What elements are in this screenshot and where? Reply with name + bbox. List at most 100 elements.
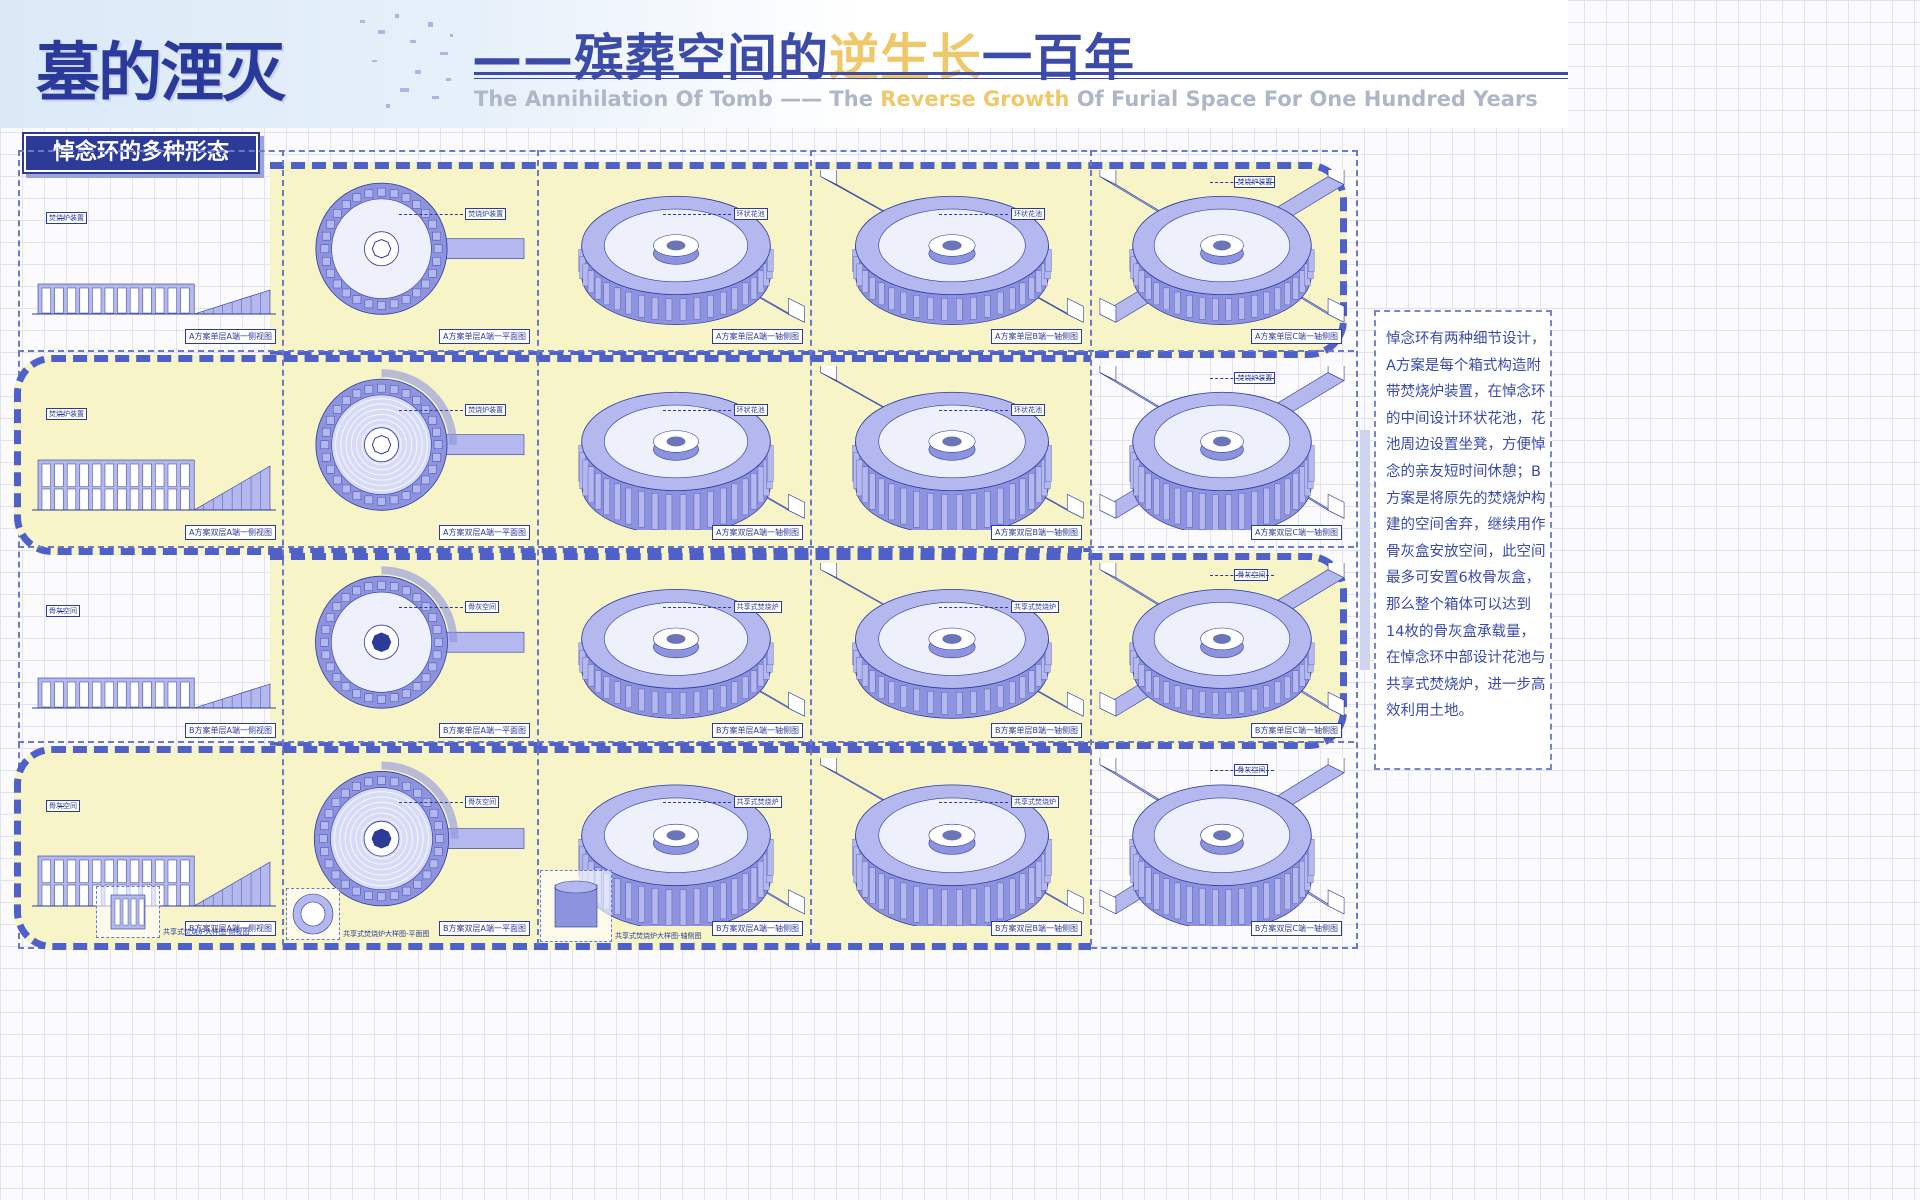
drum-box (625, 882, 632, 920)
center-furnace (371, 632, 392, 652)
ring-box (435, 834, 444, 843)
drum-box (707, 491, 714, 528)
annotation-leader (58, 806, 64, 807)
row-divider (18, 350, 1354, 352)
drum-box (720, 685, 727, 708)
annotation-leader (398, 802, 463, 803)
ring-box (352, 782, 361, 791)
corridor-end (1066, 493, 1084, 519)
drum-box (750, 277, 758, 300)
corridor-end (820, 758, 838, 774)
plan-contour (350, 414, 413, 476)
plan-shadow (381, 761, 459, 839)
drum-box (869, 670, 876, 693)
drum-box (1019, 873, 1026, 910)
annotation-note: 共享式焚烧炉 (733, 796, 782, 808)
plan-contour (355, 812, 408, 865)
ring-box (333, 475, 342, 485)
corridor-end (1099, 297, 1117, 323)
drum-box (638, 295, 645, 318)
section-label: 悼念环的多种形态 (24, 134, 258, 172)
elevation-niche (54, 463, 64, 487)
drum-box (1186, 295, 1193, 318)
title-shard (378, 30, 385, 34)
ring-box (432, 257, 441, 266)
drum-box (665, 889, 673, 926)
drum-box (614, 483, 621, 521)
ring-box (428, 269, 437, 278)
drum-box (1035, 860, 1043, 898)
ring-box (364, 777, 373, 787)
annotation-leader (58, 218, 64, 219)
drum-box (913, 688, 920, 712)
axonometric-drawing (578, 589, 805, 719)
annotation-leader (398, 214, 463, 215)
ring-box (326, 269, 335, 278)
drum-box (679, 494, 687, 530)
ring-box (320, 244, 330, 253)
ring-box (352, 586, 361, 596)
furnace-detail-plan-drawing (292, 893, 334, 935)
plan-contour (356, 419, 407, 471)
drum-box (1284, 282, 1291, 306)
drum-box (997, 685, 1004, 708)
elevation-niche (155, 859, 165, 883)
drum-box (720, 291, 727, 315)
drum-box (1174, 685, 1181, 708)
drum-box (1238, 691, 1246, 714)
drum-box (638, 688, 645, 712)
ring-box (412, 396, 421, 405)
drum-box (625, 487, 632, 525)
ring-box (412, 593, 422, 602)
ring-box (389, 299, 399, 309)
corridor-end (1066, 889, 1084, 915)
annotation-note: 焚烧炉装置 (46, 408, 87, 420)
elevation-niche (66, 287, 77, 314)
annotation-leader (938, 607, 1009, 608)
drum-box (1263, 291, 1270, 315)
elevation-niche (79, 463, 89, 487)
ring-box (432, 231, 441, 241)
drawing-caption: A方案单层B端一轴侧图 (991, 329, 1082, 344)
plan-drawing (315, 566, 525, 709)
plan-shadow (381, 566, 458, 643)
drum-box (927, 297, 934, 320)
ring-box (352, 689, 361, 698)
elevation-niche (142, 681, 152, 708)
english-title-suffix: Of Furial Space For One Hundred Years (1076, 87, 1538, 111)
drum-box (1274, 878, 1281, 915)
drum-box (941, 298, 948, 321)
drum-box (1225, 298, 1232, 321)
elevation-niche (54, 681, 64, 708)
elevation-niche (104, 488, 114, 511)
drum-box (970, 297, 977, 320)
annotation-leader (398, 607, 463, 608)
title-shard (428, 22, 433, 27)
annotation-leader (938, 802, 1009, 803)
drum-box (731, 483, 738, 521)
furnace-elevation-slot (130, 898, 137, 926)
drum-box (900, 291, 907, 315)
annotation-note: 环状花池 (733, 208, 768, 220)
drum-box (913, 886, 920, 923)
title-rule-thin (474, 78, 1568, 79)
furnace-detail-axon-drawing (554, 880, 598, 928)
elevation-niche (54, 884, 64, 907)
ring-box (341, 484, 351, 494)
ring-box (421, 209, 430, 218)
ring-box (402, 886, 411, 896)
ring-box (320, 847, 329, 856)
drum-box (1274, 681, 1281, 704)
elevation-niche (155, 463, 165, 487)
corridor-end (820, 170, 838, 186)
ring-box (331, 798, 341, 807)
ring-box (341, 593, 351, 602)
furnace-elevation-slot (122, 898, 129, 926)
drum-box (1019, 282, 1026, 306)
ring-box (326, 465, 335, 474)
drawing-caption: B方案单层C端一轴侧图 (1250, 723, 1342, 738)
drum-box (861, 270, 869, 293)
drawing-caption: B方案双层B端一轴侧图 (991, 921, 1082, 936)
